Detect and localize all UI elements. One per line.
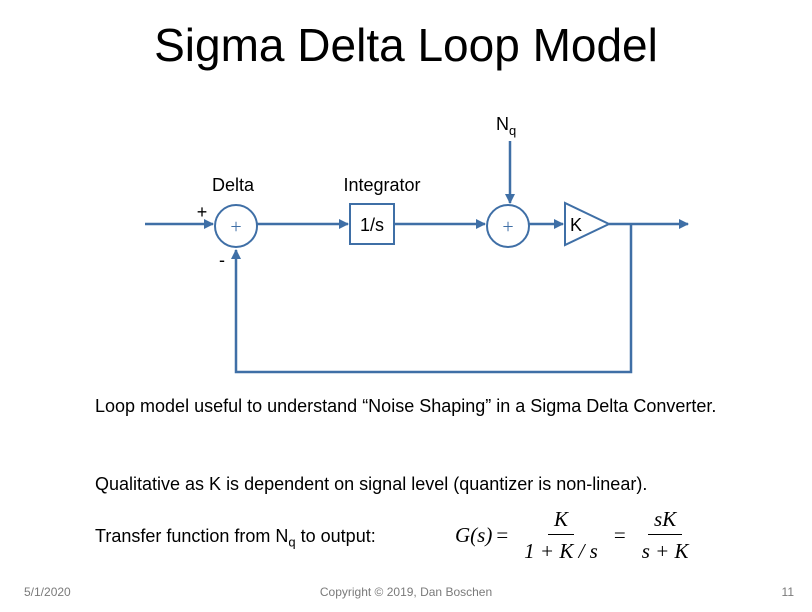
noise-label-main: N [496,114,509,134]
plus-sign: + [197,202,208,222]
footer-date: 5/1/2020 [24,585,71,599]
noise-label-sub: q [509,123,516,138]
delta-label: Delta [212,175,255,195]
fraction-2-numerator: sK [648,507,683,535]
delta-summer-symbol: + [230,216,241,238]
feedback-path [231,224,633,374]
integrator-block [349,203,395,245]
noise-label: Nq [496,114,516,138]
equation-lhs: G(s) [455,522,493,547]
equation-equals-1: = [496,522,509,547]
transfer-suffix: to output: [295,526,376,546]
footer-page-number: 11 [781,585,794,599]
body-paragraph-transfer-function: Transfer function from Nq to output: [95,524,376,555]
transfer-prefix: Transfer function from N [95,526,289,546]
gain-triangle [564,201,612,247]
fraction-2-denominator: s + K [641,538,689,563]
minus-sign: - [219,250,225,270]
transfer-function-equation: G(s) = K 1 + K / s = sK s + K [455,505,701,565]
equation-fraction-2: sK s + K [636,507,695,564]
equation-fraction-1: K 1 + K / s [518,507,604,564]
fraction-1-denominator: 1 + K / s [524,538,598,563]
equation-equals-2: = [613,522,626,547]
integrator-label: Integrator [343,175,420,195]
footer-copyright: Copyright © 2019, Dan Boschen [319,585,493,599]
noise-summer-symbol: + [502,216,513,238]
noise-summer [486,204,530,248]
gain-label: K [570,215,582,235]
body-paragraph-qualitative: Qualitative as K is dependent on signal … [95,474,648,494]
transfer-sub: q [288,534,296,550]
integrator-block-label: 1/s [360,215,384,235]
body-paragraph-noise-shaping: Loop model useful to understand “Noise S… [95,396,717,416]
delta-summer [214,204,258,248]
fraction-1-numerator: K [548,507,575,535]
slide-title: Sigma Delta Loop Model [154,19,658,71]
